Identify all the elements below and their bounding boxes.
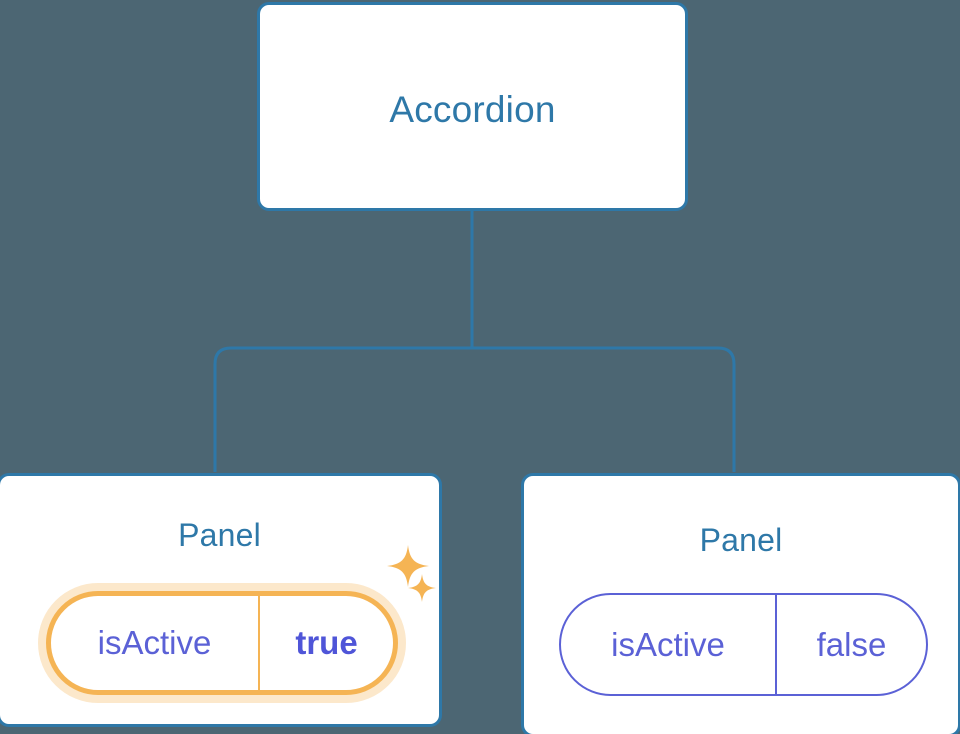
- tree-node-panel-right[interactable]: Panel isActive false: [521, 473, 960, 734]
- prop-pill-isactive-true[interactable]: isActive true: [46, 591, 398, 695]
- prop-key: isActive: [611, 625, 725, 663]
- prop-value: true: [258, 596, 393, 690]
- prop-key: isActive: [97, 624, 212, 661]
- connector-branch-bus: [213, 346, 736, 472]
- node-title: Panel: [699, 522, 783, 558]
- prop-value: false: [775, 595, 926, 694]
- node-title: Accordion: [389, 89, 556, 130]
- tree-node-panel-left[interactable]: Panel isActive true: [0, 473, 442, 727]
- node-title: Panel: [178, 517, 261, 553]
- prop-pill-isactive-false[interactable]: isActive false: [559, 593, 928, 696]
- tree-node-accordion[interactable]: Accordion: [257, 2, 688, 211]
